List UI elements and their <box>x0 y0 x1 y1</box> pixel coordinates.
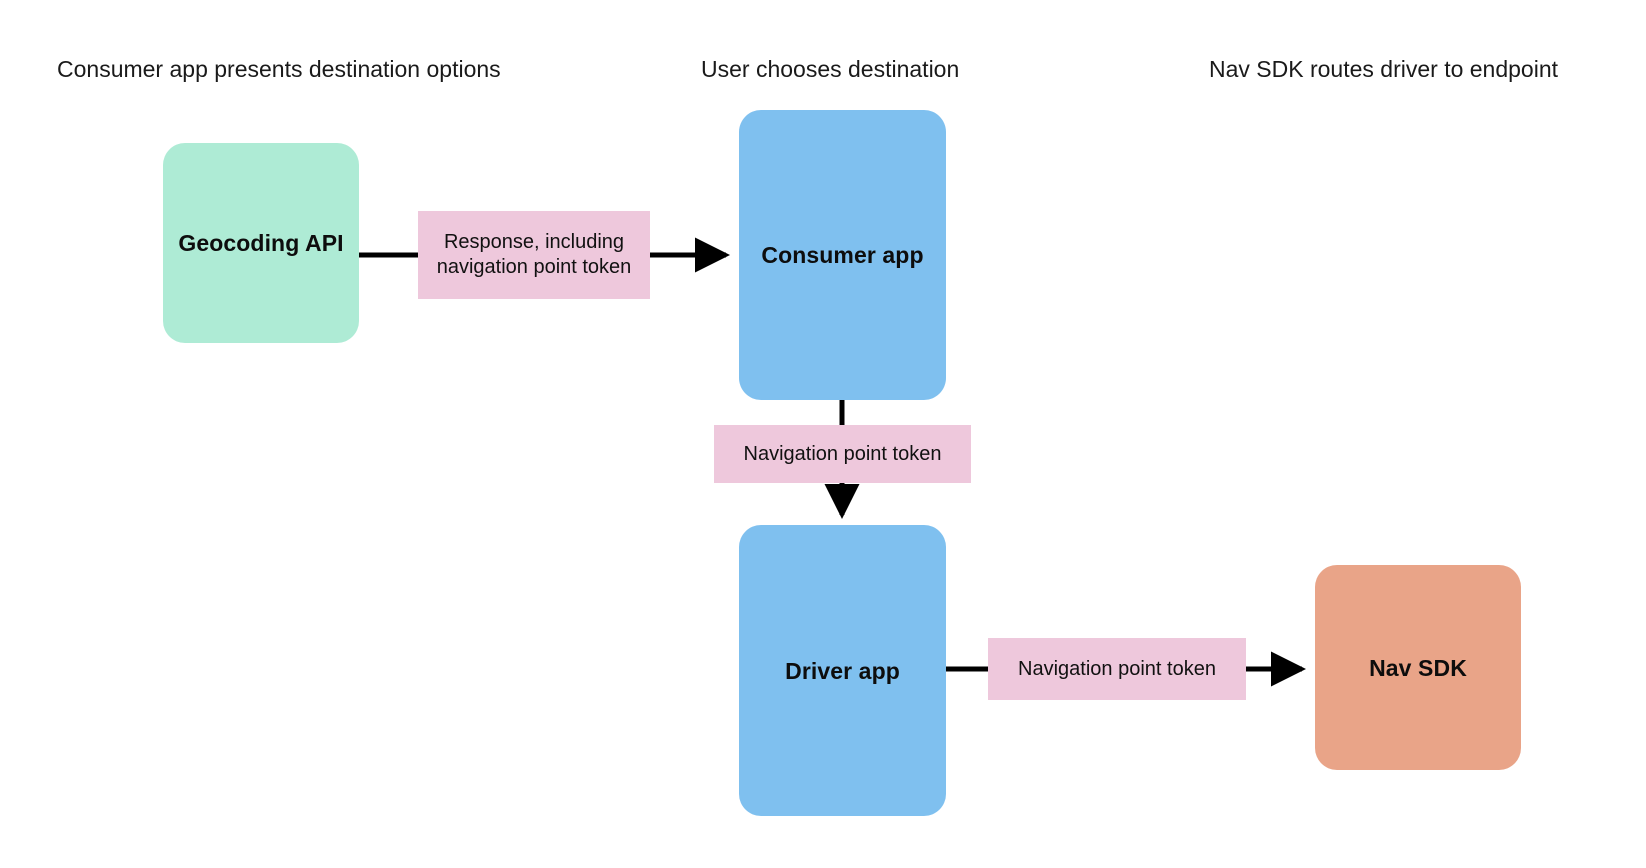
node-geocoding-api[interactable]: Geocoding API <box>163 143 359 343</box>
column-heading-consumer-app-presents: Consumer app presents destination option… <box>57 56 501 82</box>
node-driver-app[interactable]: Driver app <box>739 525 946 816</box>
node-label-consumer-app: Consumer app <box>761 242 924 268</box>
node-label-nav-sdk: Nav SDK <box>1369 654 1467 681</box>
node-consumer-app[interactable]: Consumer app <box>739 110 946 400</box>
edge-label-navigation-point-token-mid: Navigation point token <box>714 425 971 483</box>
edge-label-navigation-point-token-bottom: Navigation point token <box>988 638 1246 700</box>
node-label-driver-app: Driver app <box>785 657 900 684</box>
node-label-geocoding-api: Geocoding API <box>178 230 344 256</box>
node-nav-sdk[interactable]: Nav SDK <box>1315 565 1521 770</box>
column-heading-user-chooses-destination: User chooses destination <box>701 56 960 82</box>
column-heading-nav-sdk-routes-driver: Nav SDK routes driver to endpoint <box>1209 56 1559 82</box>
edge-label-response-including-navigation-point-token: Response, including navigation point tok… <box>418 211 650 299</box>
